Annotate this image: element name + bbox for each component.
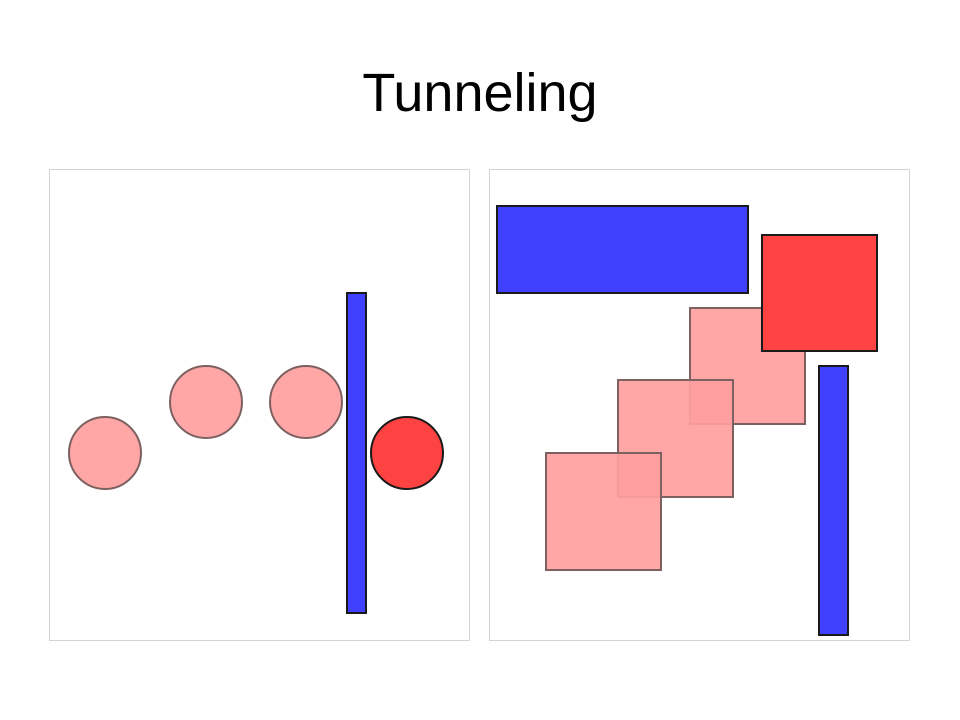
ghost-circle-1 — [68, 416, 142, 490]
vertical-wall-bar — [818, 365, 849, 636]
circle-tunneling-panel — [49, 169, 470, 641]
thin-wall-bar — [346, 292, 367, 614]
slide-title: Tunneling — [362, 63, 598, 123]
tunneled-square — [761, 234, 878, 352]
ghost-circle-2 — [169, 365, 243, 439]
box-tunneling-diagram — [496, 205, 878, 636]
box-tunneling-panel — [489, 169, 910, 641]
tunneled-circle — [370, 416, 444, 490]
ghost-circle-3 — [269, 365, 343, 439]
circle-tunneling-diagram — [68, 292, 444, 614]
ghost-square-3 — [545, 452, 662, 571]
horizontal-wall-bar — [496, 205, 749, 294]
